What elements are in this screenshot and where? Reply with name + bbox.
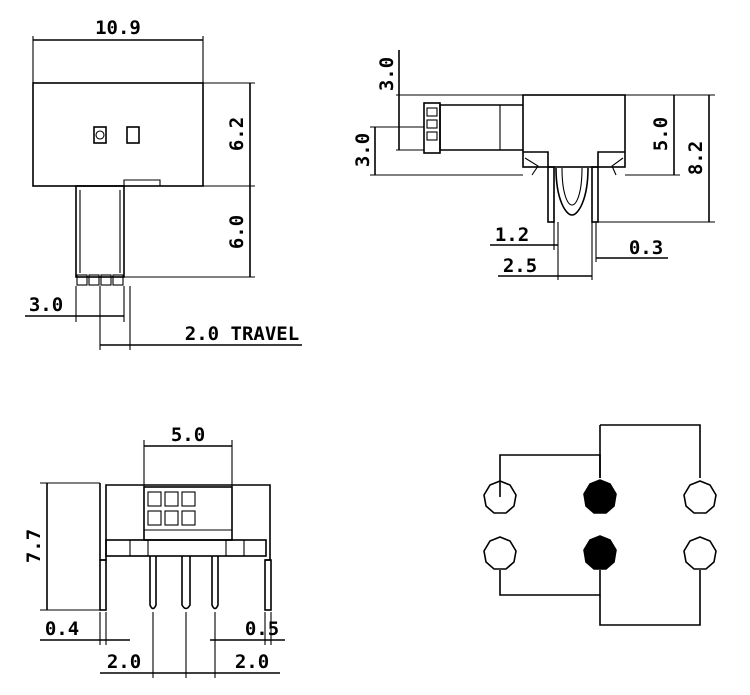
front-pin-1 — [149, 556, 157, 610]
dim-front-right-gap: 0.5 — [245, 618, 279, 640]
front-leg-left — [99, 559, 107, 611]
dim-side-total: 8.2 — [685, 141, 707, 175]
top-pin-3 — [100, 274, 112, 286]
side-clip-left — [523, 151, 549, 167]
schematic-wire-top-right — [600, 424, 701, 478]
side-clip-right-hook — [611, 157, 624, 176]
front-view: 5.0 7.7 0.4 0.5 2.0 2.0 — [23, 424, 285, 678]
top-body-outline — [32, 82, 204, 187]
front-base-right-step — [225, 539, 245, 557]
top-actuator — [75, 185, 125, 278]
top-pin-1 — [76, 274, 88, 286]
side-knob-seg-3 — [426, 131, 438, 141]
dim-actuator-height: 6.0 — [226, 215, 248, 249]
front-base-left-step — [129, 539, 149, 557]
dim-side-pin-thick: 0.3 — [629, 237, 663, 259]
side-leg-left — [547, 166, 555, 223]
top-slot-left — [93, 126, 107, 144]
schematic — [483, 424, 717, 626]
front-grid-4 — [147, 510, 162, 526]
side-knob-seg-1 — [426, 107, 438, 117]
side-pin-loop — [555, 167, 589, 216]
dim-front-pitch-right: 2.0 — [235, 651, 269, 673]
top-step — [123, 179, 161, 186]
dim-travel: 2.0 TRAVEL — [185, 323, 299, 345]
front-grid-6 — [181, 510, 196, 526]
side-pin-loop-inner — [561, 167, 583, 206]
dim-side-pin-span: 2.5 — [503, 255, 537, 277]
top-view: 10.9 6.2 6.0 3.0 2.0 TRAVEL — [25, 17, 302, 350]
top-slot-dot — [95, 130, 105, 140]
dim-side-pin-offset: 1.2 — [495, 224, 529, 246]
dim-front-left-gap: 0.4 — [45, 618, 79, 640]
front-grid-2 — [164, 491, 179, 507]
side-clip-left-hook — [524, 157, 539, 176]
schematic-wire-bottom-left — [499, 570, 601, 596]
side-actuator — [439, 104, 523, 151]
contact-4-open — [483, 536, 517, 570]
side-clip-right — [597, 151, 625, 167]
front-pin-3 — [211, 556, 219, 610]
front-grid-5 — [164, 510, 179, 526]
dim-front-pitch-left: 2.0 — [107, 651, 141, 673]
dim-front-width: 5.0 — [171, 424, 205, 446]
dim-side-cap-lower: 3.0 — [352, 133, 374, 167]
front-grid-3 — [181, 491, 196, 507]
side-leg-right — [591, 166, 599, 223]
dim-side-body: 5.0 — [650, 117, 672, 151]
schematic-wire-top-left — [499, 454, 601, 497]
dim-top-width: 10.9 — [95, 17, 141, 39]
contact-1-open — [483, 480, 517, 514]
side-knob-seg-2 — [426, 119, 438, 129]
front-pin-2 — [181, 556, 191, 610]
side-view: 3.0 3.0 5.0 8.2 1.2 0.3 2.5 — [352, 50, 715, 280]
top-pin-2 — [88, 274, 100, 286]
side-body — [522, 94, 626, 168]
top-pin-4 — [112, 274, 124, 286]
contact-3-open — [683, 480, 717, 514]
contact-2-closed — [583, 479, 617, 514]
front-leg-right — [264, 559, 272, 611]
front-actuator — [143, 486, 233, 541]
dim-front-height: 7.7 — [23, 529, 45, 563]
dim-body-height: 6.2 — [226, 117, 248, 151]
top-slot-right — [126, 126, 140, 144]
dim-side-cap-upper: 3.0 — [376, 57, 398, 91]
contact-6-open — [683, 536, 717, 570]
contact-5-closed — [583, 535, 617, 570]
side-knob — [423, 102, 441, 154]
schematic-wire-bottom-right — [599, 570, 701, 626]
front-grid-1 — [147, 491, 162, 507]
dim-actuator-width: 3.0 — [29, 294, 63, 316]
